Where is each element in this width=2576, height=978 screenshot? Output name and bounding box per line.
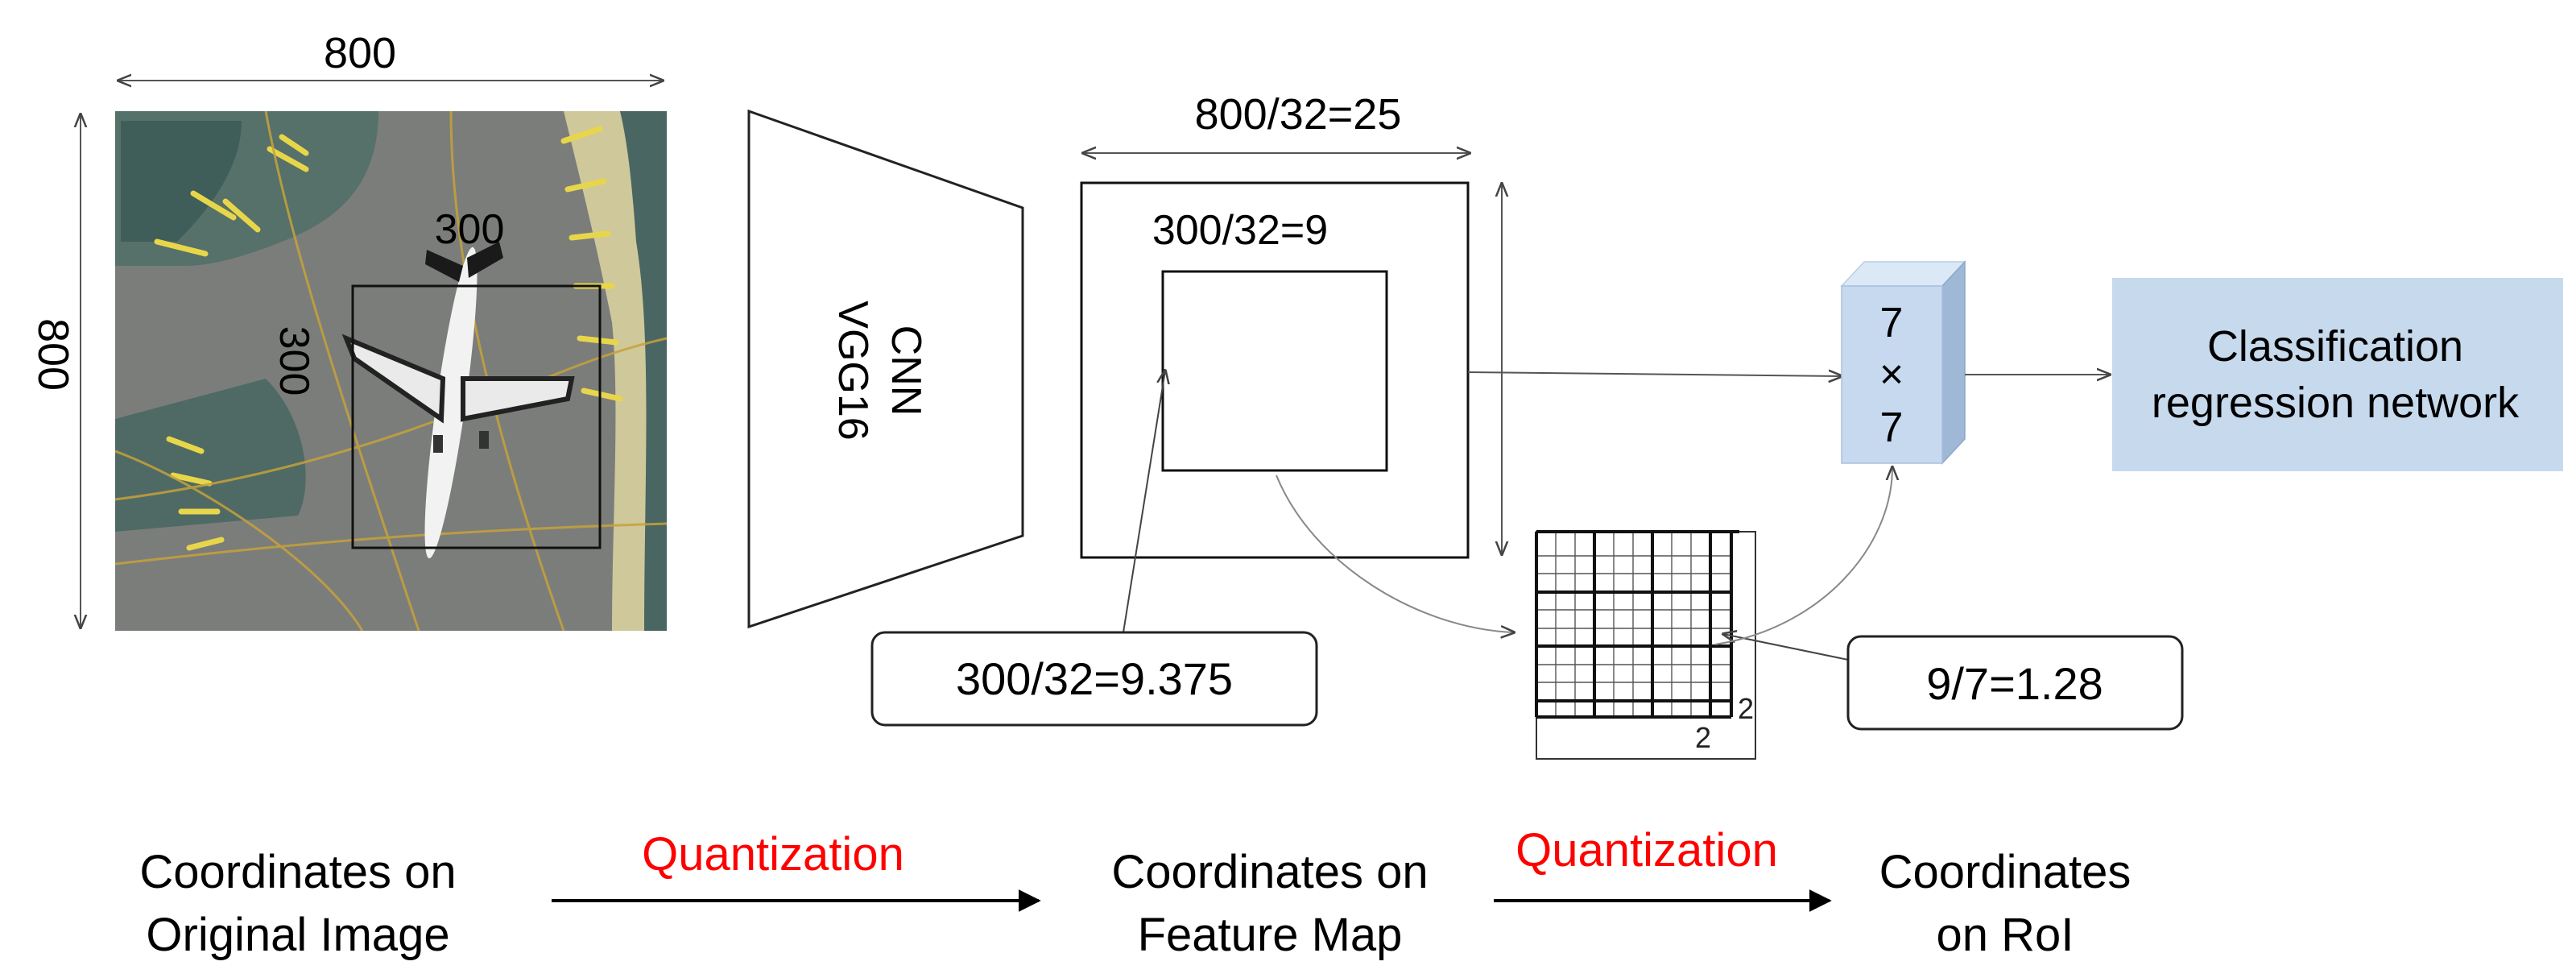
cnn-model-label: VGG16 bbox=[829, 300, 876, 440]
image-height-label: 800 bbox=[29, 318, 77, 391]
step-roi-line2: on RoI bbox=[1937, 909, 2074, 961]
cnn-block bbox=[747, 109, 1024, 629]
step-feature-line1: Coordinates on bbox=[1111, 846, 1428, 898]
box-width-label: 300 bbox=[435, 206, 505, 253]
step-roi-line1: Coordinates bbox=[1879, 846, 2132, 898]
pooled-size-times: × bbox=[1879, 351, 1904, 398]
feature-roi-label: 300/32=9 bbox=[1152, 207, 1328, 254]
feature-callout-pointer bbox=[1123, 371, 1165, 633]
feature-callout-label: 300/32=9.375 bbox=[956, 653, 1233, 704]
step-original-line1: Coordinates on bbox=[139, 846, 456, 898]
roi-projection-curve bbox=[1276, 474, 1514, 632]
head-label-line2: regression network bbox=[2152, 379, 2520, 427]
feature-to-pool-arrow bbox=[1467, 372, 1842, 376]
pooled-size-bottom: 7 bbox=[1880, 404, 1904, 451]
classification-head bbox=[2112, 278, 2563, 471]
feature-width-label: 800/32=25 bbox=[1195, 90, 1402, 139]
proposal-box bbox=[351, 284, 602, 549]
feature-roi bbox=[1161, 270, 1388, 472]
step-original-line2: Original Image bbox=[146, 909, 449, 961]
roi-grid-corner-right: 2 bbox=[1738, 692, 1754, 725]
roi-grid: 2 2 bbox=[1535, 530, 1756, 760]
feature-callout-box bbox=[870, 631, 1318, 727]
pooled-cube bbox=[1840, 260, 1966, 465]
step-feature-line2: Feature Map bbox=[1138, 909, 1403, 961]
roi-callout-box bbox=[1846, 635, 2184, 731]
airplane bbox=[341, 242, 575, 559]
cnn-label: CNN bbox=[883, 325, 929, 416]
pooled-size-top: 7 bbox=[1880, 300, 1904, 346]
roi-callout-label: 9/7=1.28 bbox=[1926, 658, 2103, 709]
head-label-line1: Classification bbox=[2207, 322, 2463, 371]
image-width-label: 800 bbox=[324, 29, 396, 77]
quantization-label-2: Quantization bbox=[1515, 824, 1778, 876]
aerial-image bbox=[115, 111, 667, 631]
quantization-label-1: Quantization bbox=[642, 828, 904, 881]
roi-grid-corner-bottom: 2 bbox=[1695, 721, 1711, 754]
grid-to-pool-curve bbox=[1714, 467, 1892, 645]
box-height-label: 300 bbox=[271, 326, 317, 396]
